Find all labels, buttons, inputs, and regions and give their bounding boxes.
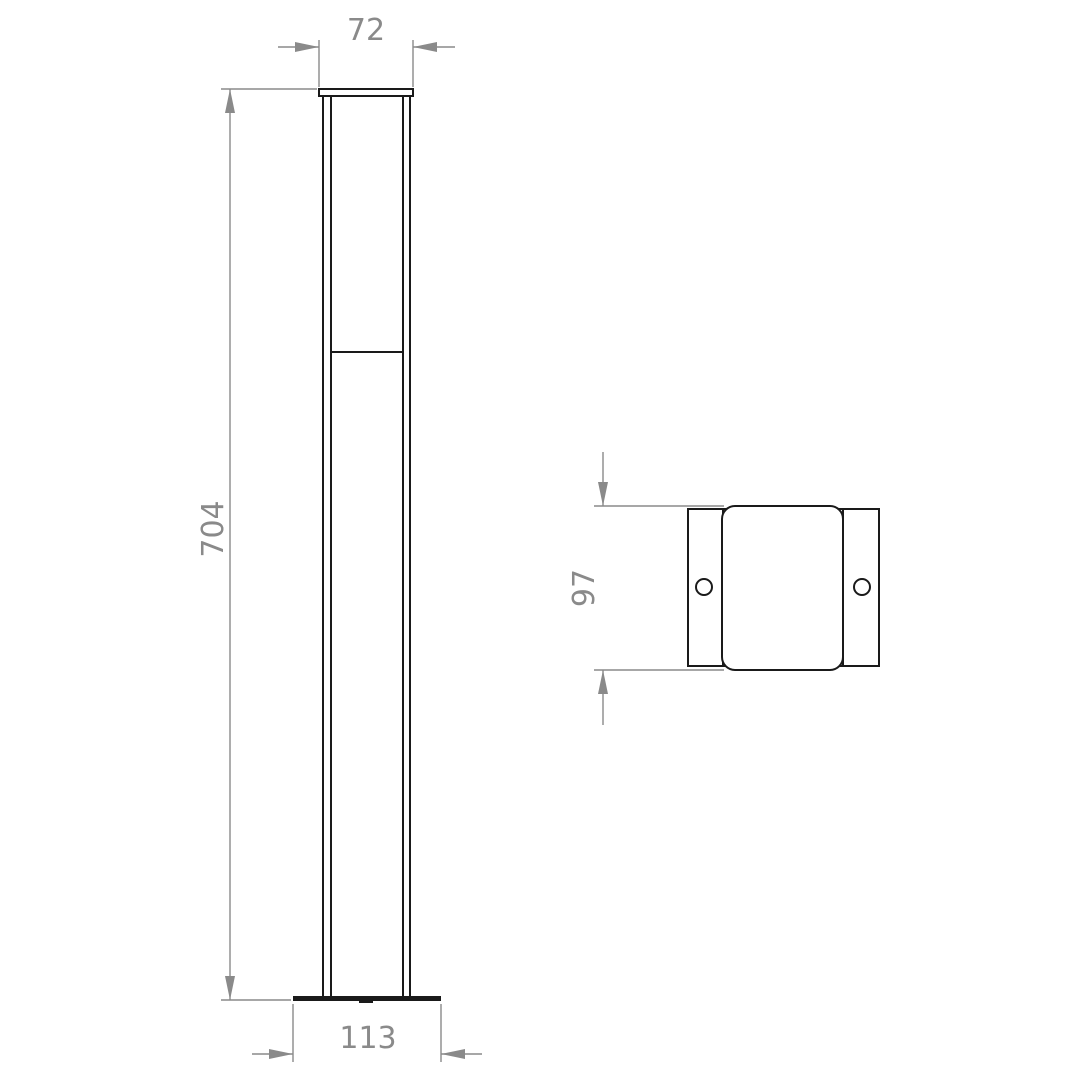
dimension-height: 704 bbox=[196, 88, 317, 1001]
front-view bbox=[293, 88, 441, 1003]
arrow-head bbox=[598, 670, 608, 694]
mounting-hole-left bbox=[695, 578, 713, 596]
arrow-head bbox=[441, 1049, 465, 1059]
mounting-hole-right bbox=[853, 578, 871, 596]
dimension-width-top: 72 bbox=[278, 13, 455, 87]
dimension-depth: 97 bbox=[567, 452, 724, 725]
top-cap bbox=[318, 88, 414, 97]
arrow-head bbox=[295, 42, 319, 52]
arrow-head bbox=[269, 1049, 293, 1059]
dimension-label-depth: 97 bbox=[567, 569, 602, 607]
base-bolt bbox=[359, 1000, 373, 1003]
arrow-head bbox=[225, 976, 235, 1000]
post-section bbox=[721, 505, 844, 671]
top-view bbox=[687, 505, 880, 671]
dimension-label-base-width: 113 bbox=[339, 1021, 396, 1056]
dimension-label-height: 704 bbox=[196, 500, 231, 557]
dimension-label-width-top: 72 bbox=[347, 13, 385, 48]
dimension-base-width: 113 bbox=[252, 1004, 482, 1062]
light-window bbox=[330, 95, 404, 353]
arrow-head bbox=[598, 482, 608, 506]
arrow-head bbox=[413, 42, 437, 52]
base-plate bbox=[293, 996, 441, 1001]
arrow-head bbox=[225, 89, 235, 113]
